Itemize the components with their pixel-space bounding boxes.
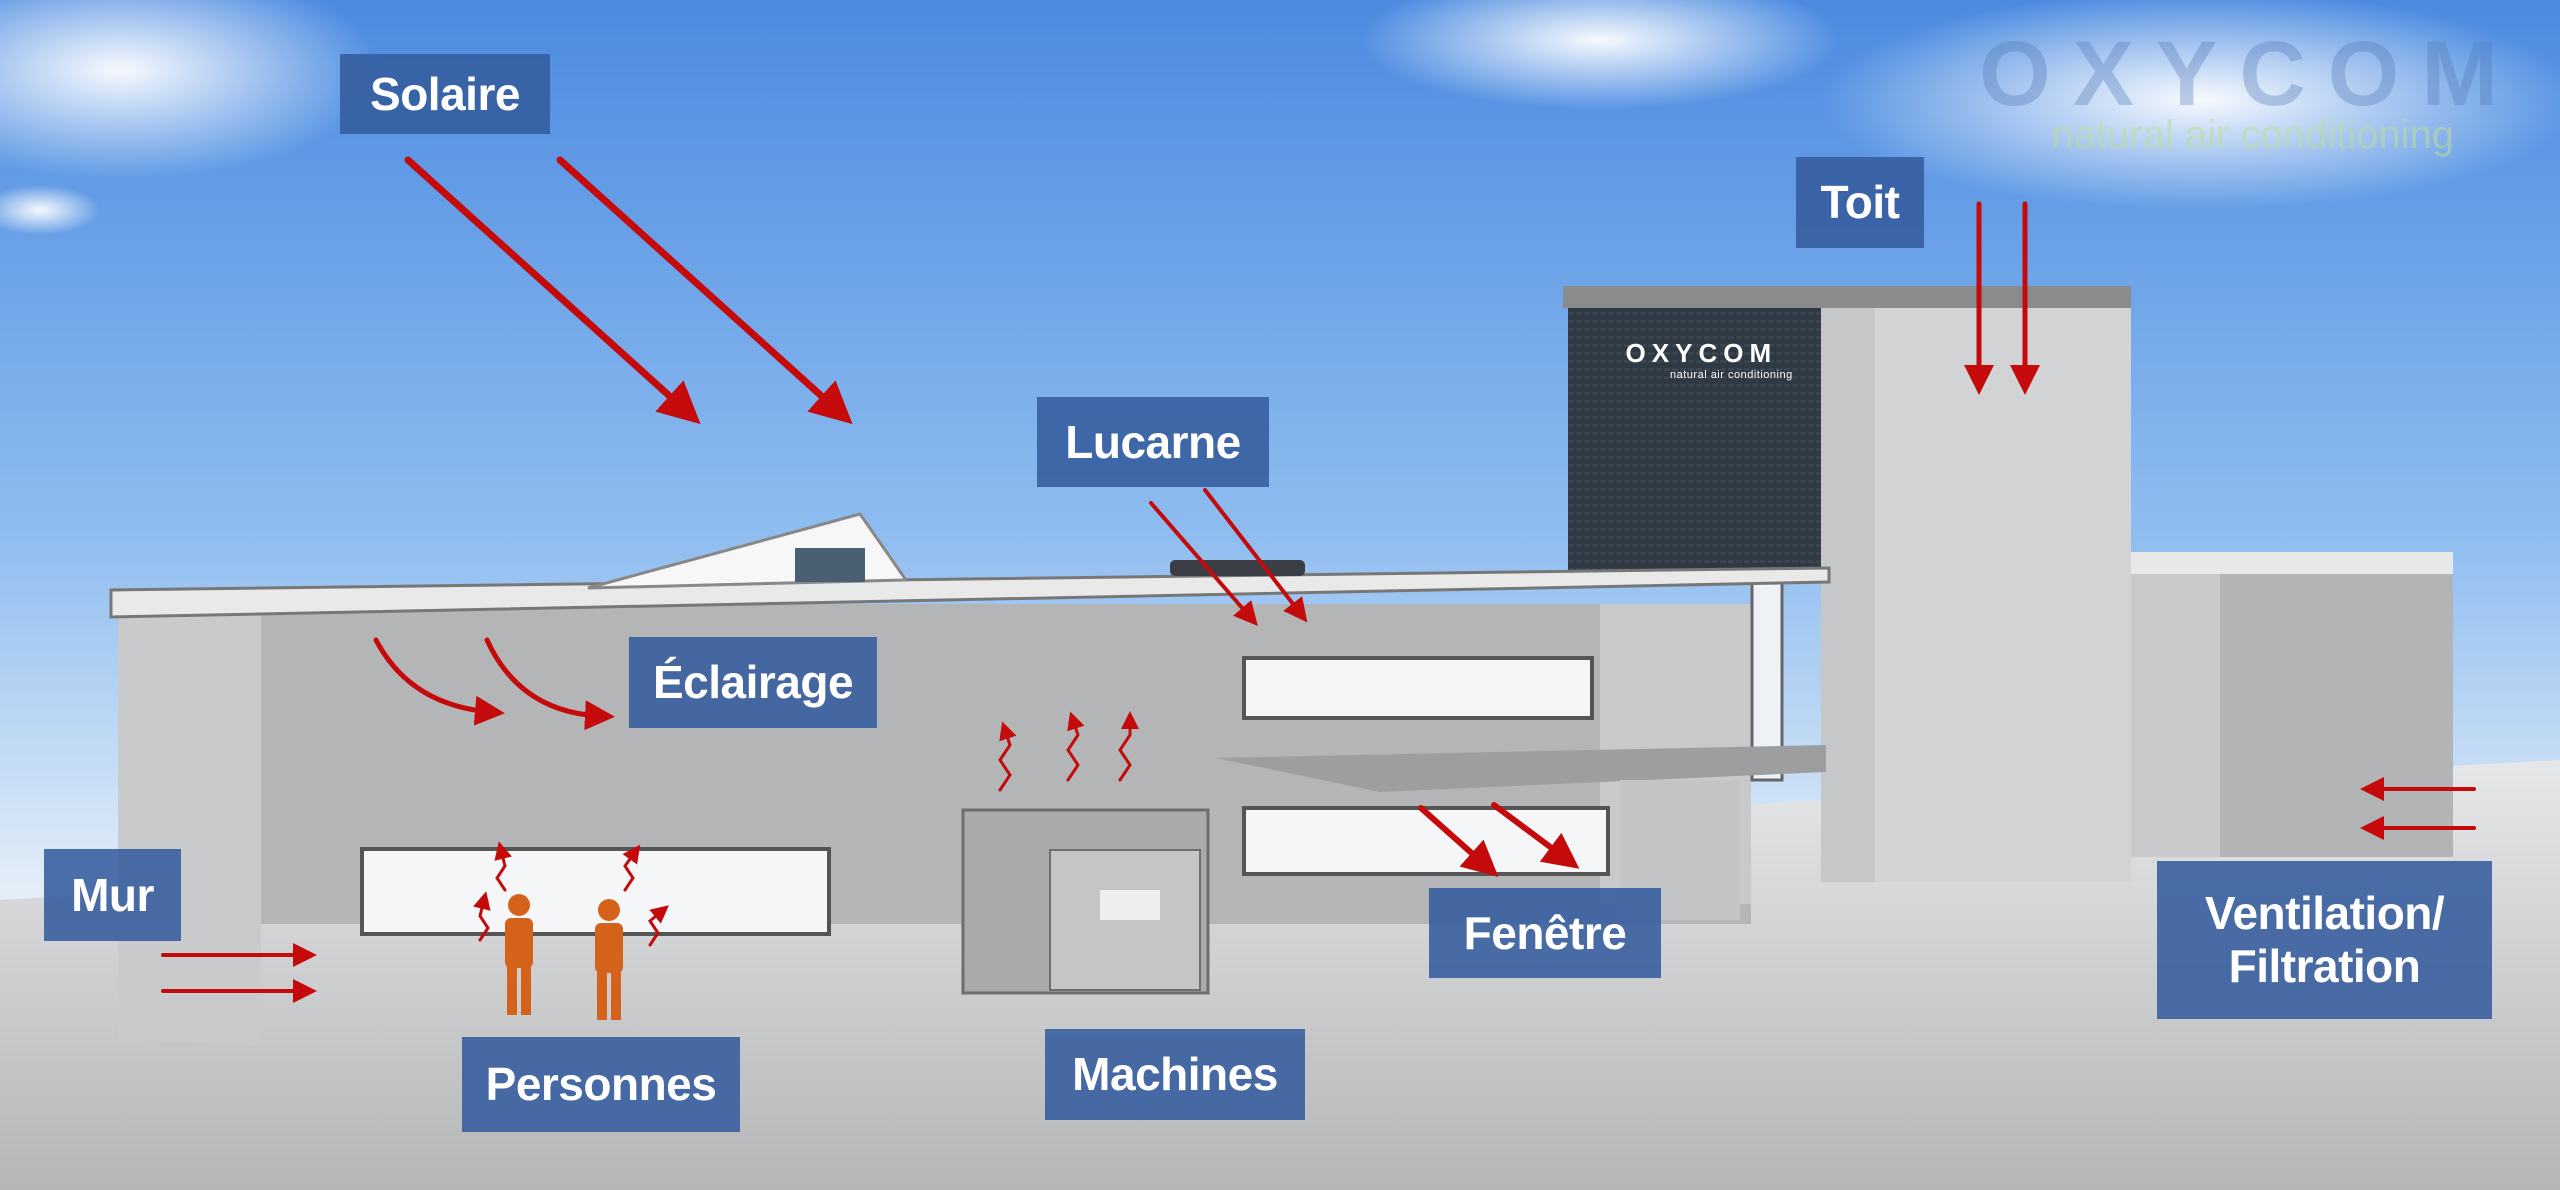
people-heat-arrow: [494, 841, 512, 892]
roof-vent: [1170, 560, 1305, 576]
watermark-tagline: natural air conditioning: [2051, 113, 2454, 157]
annex-structure: [2131, 552, 2453, 857]
workers: [505, 894, 623, 1020]
label-mur: Mur: [44, 849, 181, 941]
machine-heat-arrow: [1118, 711, 1139, 782]
heat-arrows: [161, 156, 2476, 1003]
window-arrow: [1418, 805, 1499, 877]
label-solaire: Solaire: [340, 54, 550, 134]
tower-panel: [1568, 294, 1821, 580]
watermark-brand: OXYCOM: [1979, 23, 2520, 125]
solar-arrow: [556, 156, 853, 425]
label-ventilation-filtration: Ventilation/ Filtration: [2157, 861, 2492, 1019]
machine-heat-arrow: [1066, 711, 1085, 782]
tower-sign-brand: OXYCOM: [1625, 338, 1778, 368]
window-strip: [1242, 806, 1610, 876]
skylight-arrow: [1203, 488, 1308, 623]
machine-heat-arrow: [998, 721, 1017, 792]
tower-roof: [1563, 286, 2131, 308]
canopy: [1216, 745, 1826, 792]
clouds: [0, 0, 2560, 235]
solar-arrow: [404, 156, 701, 425]
skylight-arrow: [1149, 501, 1258, 627]
window-strip: [360, 847, 831, 936]
people-heat-arrow: [648, 905, 669, 947]
window-strip: [1242, 656, 1594, 720]
left-wall: [118, 596, 261, 1045]
machine: [961, 808, 1210, 995]
label-fenetre: Fenêtre: [1429, 888, 1661, 978]
label-machines: Machines: [1045, 1029, 1305, 1120]
people-heat-arrow: [473, 891, 491, 942]
people-heat-arrow: [622, 844, 641, 892]
label-lucarne: Lucarne: [1037, 397, 1269, 487]
window-arrow: [1491, 802, 1580, 869]
oxycom-watermark-logo: OXYCOM natural air conditioning: [1979, 22, 2520, 158]
label-personnes: Personnes: [462, 1037, 740, 1132]
label-eclairage: Éclairage: [629, 637, 877, 728]
tower-sign-logo: OXYCOM natural air conditioning: [1610, 338, 1793, 381]
lighting-arrow: [373, 637, 505, 726]
label-toit: Toit: [1796, 157, 1924, 248]
lighting-arrow: [484, 637, 615, 731]
tower-sign-tagline: natural air conditioning: [1670, 369, 1793, 381]
